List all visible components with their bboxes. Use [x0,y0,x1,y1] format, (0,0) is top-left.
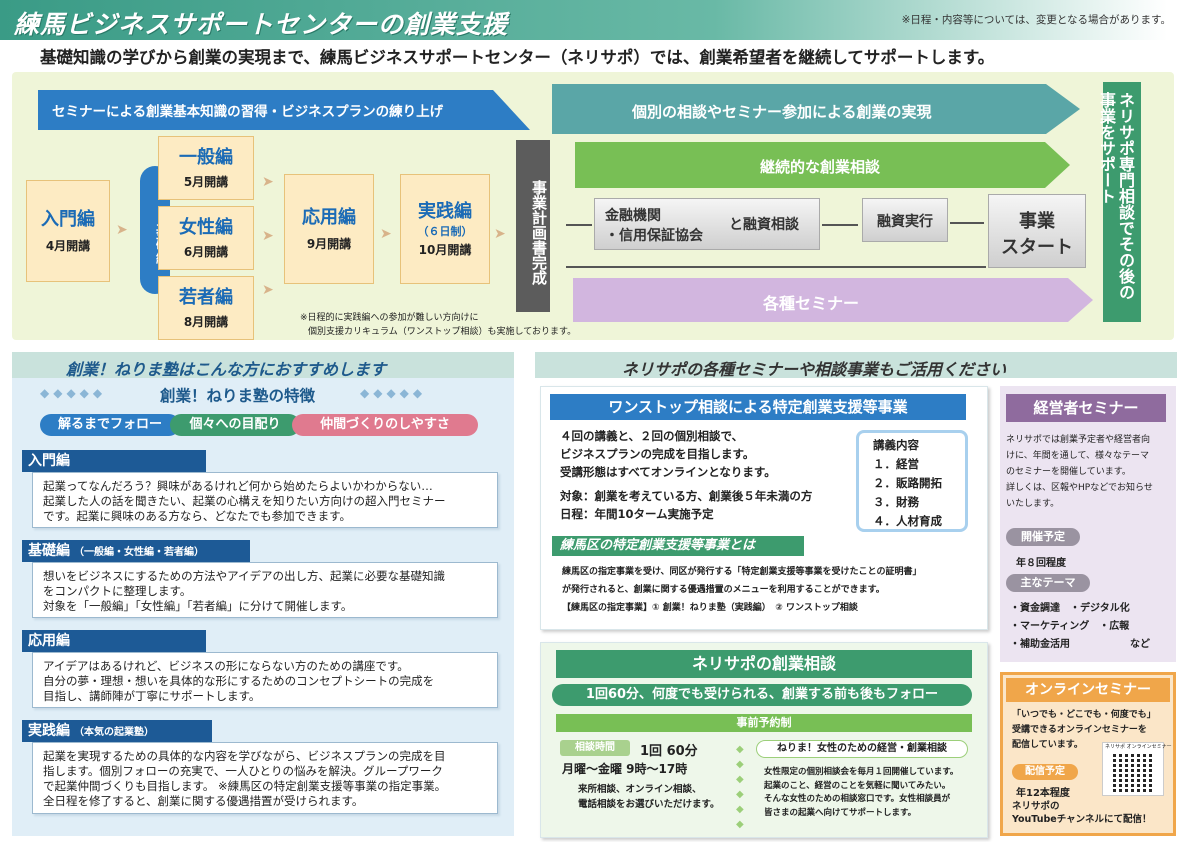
flow-note-1: ※日程的に実践編への参加が難しい方向けに [300,313,479,323]
start-box: 事業スタート [988,194,1086,268]
time-label: 相談時間 [560,740,630,756]
consult-banner: 1回60分、何度でも受けられる、創業する前も後もフォロー [552,684,972,706]
women-text: 女性限定の個別相談会を毎月１回開催しています。起業のこと、経営のことを気軽に聞い… [764,767,959,818]
chevron-icon: ➤ [262,228,274,244]
pill-attention: 個々への目配り [170,414,300,436]
onestop-sub-line: が発行されると、創業に関する優遇措置のメニューを利用することができます。 [562,585,885,595]
diamond-icon: ◆◆◆◆◆ [40,386,107,400]
flow-line [566,266,986,268]
right-section-bar [535,352,1177,378]
onestop-card [540,386,988,630]
onestop-schedule: 日程：年間10ターム実施予定 [560,507,714,521]
flow-line [566,224,592,226]
chevron-icon: ➤ [494,226,506,242]
text-nyumon: 起業ってなんだろう？興味があるけれど何から始めたらよいかわからない…起業した人の… [32,472,498,528]
onestop-sub-title: 練馬区の特定創業支援等事業とは [552,536,804,556]
pill-follow: 解るまでフォロー [40,414,180,436]
consult-title: ネリサポの創業相談 [556,650,972,678]
women-title: ねりま！女性のための経営・創業相談 [756,740,968,758]
label-kiso: 基礎編（一般編・女性編・若者編） [22,540,250,562]
feature-title: 創業！ねりま塾の特徴 [160,387,316,405]
online-schedule-label: 配信予定 [1012,764,1078,780]
manager-card [1000,386,1176,662]
chevron-icon: ➤ [380,226,392,242]
label-oyo: 応用編 [22,630,206,652]
label-jissen: 実践編（本気の起業塾） [22,720,212,742]
manager-text: ネリサポでは創業予定者や経営者向けに、年間を通して、様々なテーマのセミナーを開催… [1006,435,1153,509]
label-nyumon: 入門編 [22,450,206,472]
plan-complete-label: 事業計画書完成 [516,140,550,312]
manager-theme-label: 主なテーマ [1006,574,1090,592]
flow-note-2: 個別支援カリキュラム（ワンストップ相談）も実施しております。 [308,327,577,337]
onestop-designated: 【練馬区の指定事業】① 創業！ねりま塾（実践編） ② ワンストップ相談 [562,603,858,613]
online-title: オンラインセミナー [1006,678,1170,702]
seminar-arrow: セミナーによる創業基本知識の習得・ビジネスプランの練り上げ [38,90,530,130]
lead-text: 基礎知識の学びから創業の実現まで、練馬ビジネスサポートセンター（ネリサポ）では、… [40,48,995,67]
onestop-line: ビジネスプランの完成を目指します。 [560,447,755,461]
right-section-title: ネリサポの各種セミナーや相談事業もご活用ください [622,360,1007,379]
left-section-bar [12,352,514,378]
realize-arrow: 個別の相談やセミナー参加による創業の実現 [552,84,1080,134]
onestop-sub-line: 練馬区の指定事業を受け、同区が発行する「特定創業支援等事業を受けたことの証明書」 [562,567,922,577]
topics-box: 講義内容 １．経営 ２．販路開拓 ３．財務 ４．人材育成 [856,430,968,532]
flow-line [950,222,984,224]
page-title: 練馬ビジネスサポートセンターの創業支援 [14,10,509,39]
flow-line [822,224,858,226]
chevron-icon: ➤ [116,222,128,238]
qr-pattern-icon [1113,752,1153,792]
header-note: ※日程・内容等については、変更となる場合があります。 [901,14,1171,26]
time-value: 1回 60分 [640,744,698,759]
text-kiso: 想いをビジネスにするための方法やアイデアの出し方、起業に必要な基礎知識をコンパク… [32,562,498,618]
yushi-jikko-box: 融資実行 [862,198,948,242]
qr-code[interactable]: ネリサポ オンラインセミナー [1102,742,1172,796]
diamond-icon: ◆◆◆◆◆ [360,386,427,400]
onestop-title: ワンストップ相談による特定創業支援等事業 [550,394,966,420]
onestop-line: ４回の講義と、２回の個別相談で、 [560,429,744,443]
reserve-label: 事前予約制 [556,714,972,732]
keizoku-arrow: 継続的な創業相談 [575,142,1070,188]
consult-methods: 来所相談、オンライン相談、電話相談をお選びいただけます。 [578,784,720,810]
online-schedule: 年12本程度 [1016,788,1070,799]
manager-themes: ・資金調達 ・デジタル化・マーケティング ・広報・補助金活用 など [1010,603,1150,650]
kakushu-arrow: 各種セミナー [573,278,1093,322]
header-bar [0,0,1191,40]
manager-schedule: 年８回程度 [1016,558,1066,569]
chevron-icon: ➤ [262,174,274,190]
manager-schedule-label: 開催予定 [1006,528,1080,546]
manager-title: 経営者セミナー [1006,394,1166,422]
consult-days: 月曜～金曜 9時～17時 [562,762,688,776]
kinyu-box: 金融機関 ・信用保証協会 と融資相談 [594,198,820,250]
support-label: ネリサポ専門相談でその後の事業をサポート [1097,82,1141,322]
onestop-line: 受講形態はすべてオンラインとなります。 [560,465,776,479]
jissen-box: 実践編（６日制）10月開講 [400,174,490,284]
left-section-title: 創業！ねりま塾はこんな方におすすめします [66,360,387,379]
onestop-target: 対象：創業を考えている方、創業後５年未満の方 [560,489,813,503]
text-oyo: アイデアはあるけれど、ビジネスの形にならない方のための講座です。自分の夢・理想・… [32,652,498,708]
pill-nakama: 仲間づくりのしやすさ [292,414,478,436]
chevron-icon: ➤ [262,282,274,298]
text-jissen: 起業を実現するための具体的な内容を学びながら、ビジネスプランの完成を目指します。… [32,742,498,814]
diamond-icon: ◆◆◆◆◆◆ [736,744,744,830]
online-text: 「いつでも・どこでも・何度でも」受講できるオンラインセミナーを配信しています。 [1012,710,1156,750]
